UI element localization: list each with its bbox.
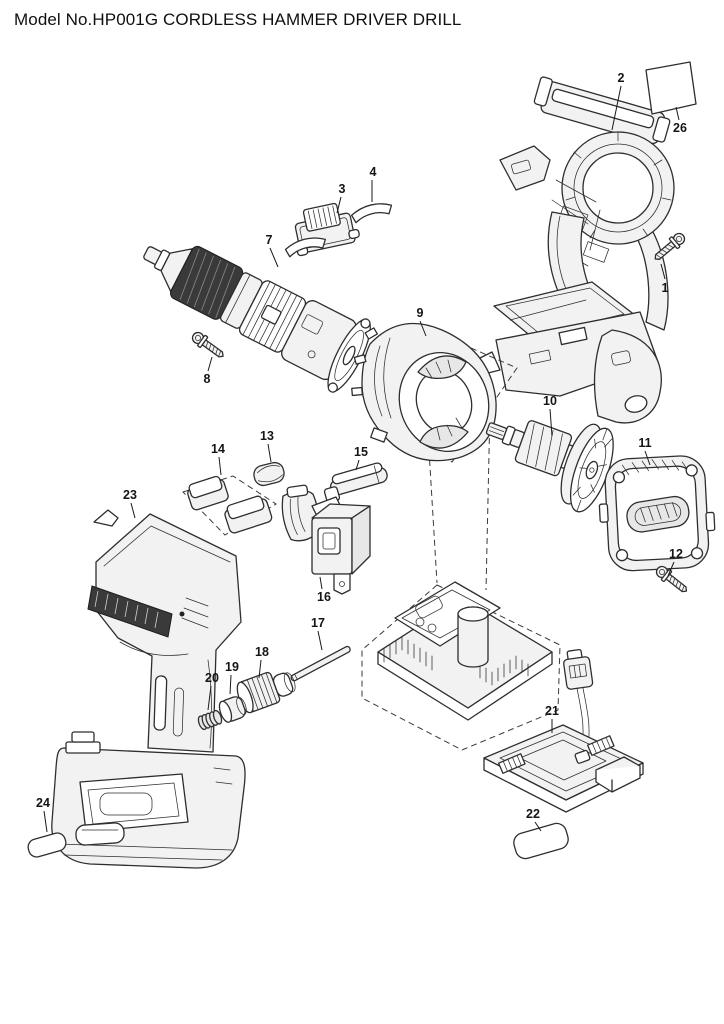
part-label-24: 24: [36, 796, 50, 833]
part-18-gear-sleeve: [236, 671, 296, 714]
leader-line: [229, 674, 232, 695]
leader-line: [207, 685, 212, 711]
svg-text:15: 15: [354, 445, 368, 459]
part-label-4: 4: [370, 165, 377, 202]
part-label-21: 21: [545, 704, 559, 733]
leader-line: [355, 459, 360, 471]
svg-text:23: 23: [123, 488, 137, 502]
svg-text:20: 20: [205, 671, 219, 685]
svg-text:21: 21: [545, 704, 559, 718]
svg-text:2: 2: [618, 71, 625, 85]
svg-text:13: 13: [260, 429, 274, 443]
svg-text:7: 7: [266, 233, 273, 247]
leader-line: [336, 196, 342, 214]
leader-line: [644, 450, 651, 466]
part-label-26: 26: [673, 106, 687, 135]
leader-line: [43, 810, 48, 833]
part-15-lamp-unit: [323, 462, 388, 504]
part-label-13: 13: [260, 429, 274, 463]
leader-line: [317, 630, 323, 651]
leader-line: [218, 456, 222, 476]
leader-line: [207, 356, 213, 372]
part-22-label: [513, 822, 569, 860]
svg-text:9: 9: [417, 306, 424, 320]
part-16-switch: [281, 484, 371, 595]
part-label-8: 8: [204, 356, 213, 386]
part-9-stator: [351, 322, 497, 462]
part-label-17: 17: [311, 616, 325, 651]
leader-line: [660, 263, 666, 280]
page-title: Model No.HP001G CORDLESS HAMMER DRIVER D…: [14, 10, 462, 29]
leader-line: [319, 576, 323, 590]
part-label-14: 14: [211, 442, 225, 476]
leader-line: [667, 561, 675, 577]
svg-text:12: 12: [669, 547, 683, 561]
part-label-23: 23: [123, 488, 137, 519]
part-label-11: 11: [638, 436, 652, 466]
svg-text:24: 24: [36, 796, 50, 810]
leader-line: [549, 408, 553, 437]
part-label-12: 12: [667, 547, 683, 577]
svg-text:8: 8: [204, 372, 211, 386]
leader-line: [267, 443, 272, 463]
part-label-22: 22: [526, 807, 542, 832]
svg-text:14: 14: [211, 442, 225, 456]
part-7-gear-assembly: [143, 245, 371, 393]
part-8-screw: [189, 328, 228, 363]
part-label-15: 15: [354, 445, 368, 471]
part-13-cap: [253, 461, 285, 487]
leader-line: [419, 320, 427, 337]
part-label-7: 7: [266, 233, 279, 268]
svg-text:19: 19: [225, 660, 239, 674]
part-20-spring: [197, 709, 223, 731]
leader-line: [611, 85, 622, 131]
part-24-label: [27, 832, 67, 858]
part-label-16: 16: [317, 576, 331, 604]
svg-text:1: 1: [662, 281, 669, 295]
leader-line: [269, 247, 279, 268]
part-11-rear-cover: [598, 455, 716, 572]
svg-text:17: 17: [311, 616, 325, 630]
leader-line: [258, 659, 262, 679]
svg-text:3: 3: [339, 182, 346, 196]
part-label-18: 18: [255, 645, 269, 679]
part-label-19: 19: [225, 660, 239, 695]
part-9-controller: [377, 581, 553, 721]
svg-text:4: 4: [370, 165, 377, 179]
svg-text:22: 22: [526, 807, 540, 821]
part-23-housing-left-half: [51, 509, 246, 869]
svg-text:11: 11: [638, 436, 651, 450]
part-10-rotor: [485, 420, 614, 513]
leader-line: [675, 106, 680, 121]
part-26-name-plate: [645, 61, 697, 115]
part-9-boundary: [359, 327, 561, 751]
part-labels: 1 2 3 4 7 8 9 10: [36, 71, 687, 833]
part-14-cushion-pads: [182, 475, 277, 536]
part-label-1: 1: [660, 263, 669, 295]
part-label-2: 2: [611, 71, 625, 131]
part-label-9: 9: [417, 306, 427, 337]
leader-line: [130, 502, 136, 519]
svg-text:10: 10: [543, 394, 557, 408]
svg-text:26: 26: [673, 121, 687, 135]
part-label-3: 3: [336, 182, 346, 214]
part-label-20: 20: [205, 671, 219, 711]
svg-text:18: 18: [255, 645, 269, 659]
part-2-housing-right-half: [479, 76, 675, 424]
part-19-bushing: [218, 696, 247, 723]
leader-line: [534, 821, 542, 832]
part-label-10: 10: [543, 394, 557, 437]
part-17-pin-rod: [290, 645, 351, 682]
part-4-leaf-springs: [284, 203, 393, 258]
part-21-terminal-block: [483, 648, 644, 813]
svg-text:16: 16: [317, 590, 331, 604]
